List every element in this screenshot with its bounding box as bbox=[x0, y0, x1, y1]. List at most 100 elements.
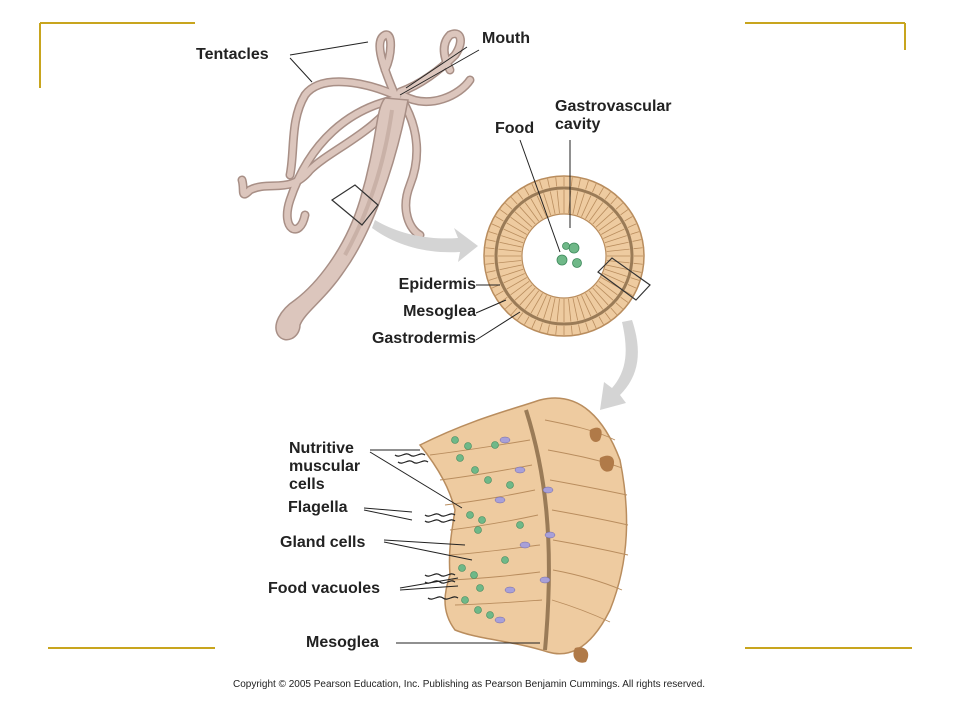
cell-boundary bbox=[510, 197, 518, 205]
cell-boundary bbox=[514, 211, 533, 228]
cell-boundary bbox=[519, 287, 536, 306]
label-mesoglea-top: Mesoglea bbox=[403, 303, 476, 320]
cell-boundary bbox=[598, 316, 604, 325]
cell-boundary bbox=[510, 307, 518, 315]
cell-boundary bbox=[604, 235, 627, 244]
cell-boundary bbox=[517, 312, 524, 321]
cell-boundary bbox=[592, 319, 597, 329]
cell-boundary bbox=[503, 273, 525, 284]
cell-boundary bbox=[524, 202, 540, 222]
label-epidermis: Epidermis bbox=[398, 276, 476, 293]
food-vacuole bbox=[484, 476, 492, 484]
cell-boundary bbox=[630, 277, 640, 281]
cell-boundary bbox=[627, 223, 637, 228]
cell-boundary bbox=[585, 180, 589, 190]
cell-boundary bbox=[486, 239, 496, 242]
zoom-arrow-2 bbox=[600, 320, 638, 410]
copyright-notice: Copyright © 2005 Pearson Education, Inc.… bbox=[233, 679, 706, 690]
cell-boundary bbox=[620, 296, 629, 303]
label-food: Food bbox=[495, 120, 535, 137]
cell-nucleus bbox=[519, 541, 531, 549]
cell-boundary bbox=[610, 197, 618, 205]
cell-nucleus bbox=[544, 531, 556, 539]
food-vacuole bbox=[464, 442, 472, 450]
label-gastrodermis: Gastrodermis bbox=[371, 330, 476, 347]
cell-boundary bbox=[633, 247, 643, 250]
food-vacuole bbox=[506, 481, 514, 489]
cell-boundary bbox=[598, 280, 618, 296]
cell-boundary bbox=[514, 284, 533, 301]
cell-boundary bbox=[547, 178, 550, 188]
cell-boundary bbox=[592, 206, 609, 225]
cell-boundary bbox=[498, 248, 522, 252]
cell-boundary bbox=[519, 206, 536, 225]
cell-boundary bbox=[510, 280, 530, 296]
cell-boundary bbox=[605, 264, 629, 271]
cell-boundary bbox=[495, 290, 504, 296]
cell-boundary bbox=[595, 211, 614, 228]
food-vacuole bbox=[474, 606, 482, 614]
label-gastrovascular-line1: Gastrovascular bbox=[555, 98, 672, 115]
cell-boundary bbox=[501, 235, 524, 244]
cell-boundary bbox=[485, 262, 495, 265]
cell-boundary bbox=[632, 239, 642, 242]
food-vacuole bbox=[470, 571, 478, 579]
cell-boundary bbox=[592, 183, 597, 193]
cell-nucleus bbox=[539, 576, 551, 584]
cell-boundary bbox=[556, 298, 560, 322]
food-vacuole bbox=[491, 441, 499, 449]
cell-nucleus bbox=[494, 496, 506, 504]
label-nutritive-line3: cells bbox=[289, 476, 325, 493]
cell-boundary bbox=[605, 241, 629, 248]
cell-boundary bbox=[572, 297, 579, 321]
label-nutritive-line1: Nutritive bbox=[289, 440, 354, 457]
cell-boundary bbox=[536, 295, 547, 317]
cell-boundary bbox=[549, 297, 556, 321]
cell-boundary bbox=[624, 290, 633, 296]
cell-boundary bbox=[592, 287, 609, 306]
cell-boundary bbox=[539, 180, 543, 190]
cell-boundary bbox=[588, 202, 604, 222]
cell-boundary bbox=[530, 198, 543, 219]
cell-boundary bbox=[624, 216, 633, 222]
cell-boundary bbox=[539, 322, 543, 332]
cell-boundary bbox=[606, 248, 630, 252]
cell-boundary bbox=[503, 228, 525, 239]
cell-nucleus bbox=[499, 436, 511, 444]
cell-boundary bbox=[543, 296, 552, 319]
label-food-vacuoles: Food vacuoles bbox=[268, 580, 381, 597]
cell-boundary bbox=[498, 260, 522, 264]
cell-boundary bbox=[632, 270, 642, 273]
cell-boundary bbox=[491, 223, 501, 228]
cell-nucleus bbox=[504, 586, 516, 594]
cell-boundary bbox=[585, 293, 598, 314]
food-vacuole bbox=[458, 564, 466, 572]
cell-boundary bbox=[576, 193, 585, 216]
slide-frame bbox=[39, 22, 912, 649]
cell-boundary bbox=[630, 231, 640, 235]
tissue-detail-illustration bbox=[394, 397, 629, 663]
food-vacuole bbox=[461, 596, 469, 604]
cell-boundary bbox=[604, 191, 611, 200]
cell-boundary bbox=[549, 191, 556, 215]
cell-nucleus bbox=[542, 486, 554, 494]
cell-nucleus bbox=[514, 466, 526, 474]
cell-boundary bbox=[524, 290, 540, 310]
cell-boundary bbox=[506, 277, 527, 290]
cell-boundary bbox=[531, 183, 536, 193]
cell-boundary bbox=[603, 228, 625, 239]
cell-boundary bbox=[524, 187, 530, 196]
label-mouth: Mouth bbox=[482, 30, 530, 47]
cell-boundary bbox=[555, 177, 558, 187]
cell-boundary bbox=[620, 209, 629, 216]
cell-boundary bbox=[485, 247, 495, 250]
food-vacuole bbox=[501, 556, 509, 564]
cell-boundary bbox=[543, 193, 552, 216]
food-vacuole bbox=[478, 516, 486, 524]
food-vacuole bbox=[486, 611, 494, 619]
label-nutritive-line2: muscular bbox=[289, 458, 361, 475]
cell-boundary bbox=[578, 178, 581, 188]
food-vacuole bbox=[466, 511, 474, 519]
cross-section-illustration bbox=[483, 175, 651, 337]
cell-boundary bbox=[576, 296, 585, 319]
